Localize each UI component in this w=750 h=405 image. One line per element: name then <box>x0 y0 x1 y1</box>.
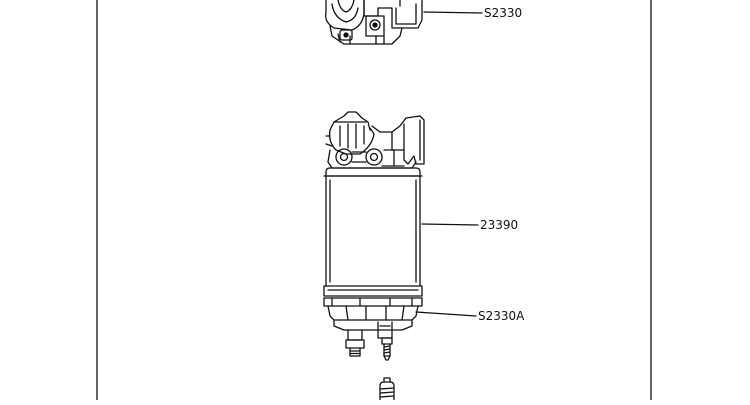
part-number-s2330: S2330 <box>484 6 523 20</box>
filter-head <box>325 111 425 169</box>
leader-line-s2330 <box>423 11 483 14</box>
leader-line-s2330a <box>415 311 477 317</box>
leader-line-23390 <box>421 223 479 226</box>
water-separator-bowl <box>323 297 423 361</box>
diagram-frame <box>96 0 652 401</box>
drain-plug-part <box>379 377 395 401</box>
filter-element <box>323 167 423 297</box>
filter-head-top <box>325 0 423 45</box>
part-number-s2330a: S2330A <box>478 309 525 323</box>
part-number-23390: 23390 <box>480 218 519 232</box>
